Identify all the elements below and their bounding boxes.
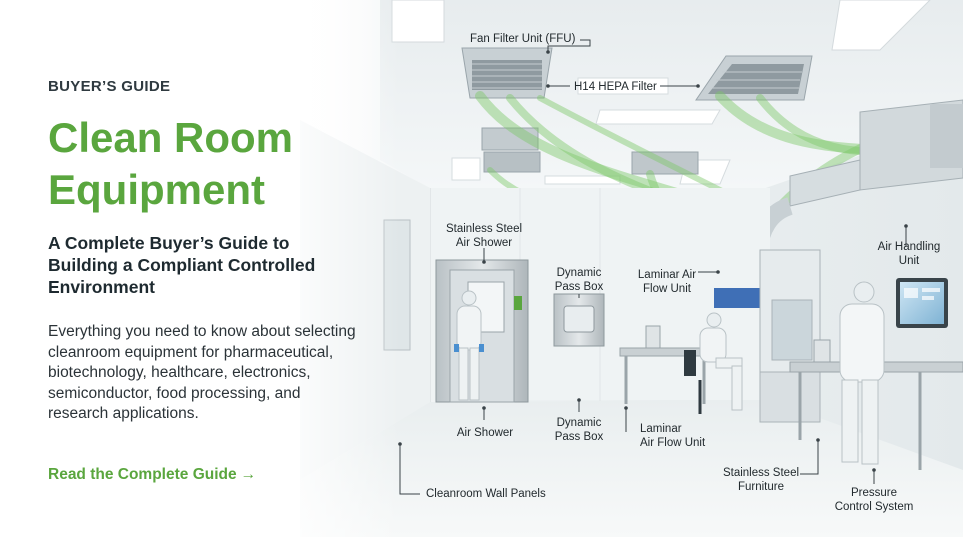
callout-pass-box-top-line-2: Pass Box [554,281,604,293]
subtitle-line-3: Environment [48,277,155,297]
eyebrow-label: BUYER’S GUIDE [48,78,171,95]
callout-pressure-control: Pressure Control System [830,486,918,514]
pressure-control-panel-icon [896,278,948,328]
subtitle: A Complete Buyer’s Guide to Building a C… [48,232,368,298]
callout-laminar-bottom-line-1: Laminar [640,423,682,435]
callout-stainless-air-shower: Stainless Steel Air Shower [440,222,528,250]
callout-air-handling-line-2: Unit [898,255,920,267]
read-guide-link[interactable]: Read the Complete Guide→ [48,466,256,484]
callout-pass-box-top-line-1: Dynamic [556,267,602,279]
callout-laminar-bottom: Laminar Air Flow Unit [640,422,705,450]
callout-laminar-top-line-1: Laminar Air [637,269,697,281]
callout-dynamic-pass-box-top: Dynamic Pass Box [548,266,610,294]
operator-figure-icon [454,290,484,401]
subtitle-line-1: A Complete Buyer’s Guide to [48,233,290,253]
dynamic-pass-box-icon [553,293,605,347]
callout-dynamic-pass-box-bottom: Dynamic Pass Box [548,416,610,444]
standing-technician-icon [839,281,906,465]
title-line-1: Clean Room [48,114,294,161]
callout-air-shower: Air Shower [456,427,514,439]
page-title: Clean Room Equipment [48,112,368,216]
callout-laminar-bottom-line-2: Air Flow Unit [640,437,706,449]
seated-technician-icon [684,312,743,414]
title-line-2: Equipment [48,166,265,213]
description: Everything you need to know about select… [48,322,383,425]
callout-laminar-top: Laminar Air Flow Unit [632,268,702,296]
callout-pass-box-bottom-line-2: Pass Box [554,431,604,443]
callout-laminar-top-line-2: Flow Unit [643,283,691,295]
arrow-right-icon: → [240,466,257,483]
callout-fan-filter-unit: Fan Filter Unit (FFU) [470,33,576,45]
laminar-flow-unit-icon [714,249,821,423]
callout-air-handling-line-1: Air Handling [877,241,941,253]
callout-furniture-line-1: Stainless Steel [722,467,800,479]
callout-pressure-line-2: Control System [834,501,914,513]
callout-stainless-air-shower-line-2: Air Shower [455,237,513,249]
subtitle-line-2: Building a Compliant Controlled [48,255,316,275]
callout-hepa-filter: H14 HEPA Filter [574,81,657,93]
description-line-4: semiconductor, food processing, and [48,384,301,402]
callout-stainless-furniture: Stainless Steel Furniture [722,466,800,494]
callout-stainless-air-shower-line-1: Stainless Steel [445,223,523,235]
callout-wall-panels: Cleanroom Wall Panels [426,488,546,500]
fan-filter-unit-icon [461,47,553,99]
callout-furniture-line-2: Furniture [737,481,785,493]
callout-pressure-line-1: Pressure [850,487,898,499]
read-guide-label: Read the Complete Guide [48,466,237,483]
description-line-2: cleanroom equipment for pharmaceutical, [48,343,334,361]
description-line-1: Everything you need to know about select… [48,323,356,340]
description-line-5: research applications. [48,405,199,422]
callout-pass-box-bottom-line-1: Dynamic [556,417,602,429]
description-line-3: biotechnology, healthcare, electronics, [48,364,311,381]
hepa-filter-icon [695,55,813,101]
air-shower-icon [435,259,529,403]
callout-air-handling-unit: Air Handling Unit [874,240,944,268]
